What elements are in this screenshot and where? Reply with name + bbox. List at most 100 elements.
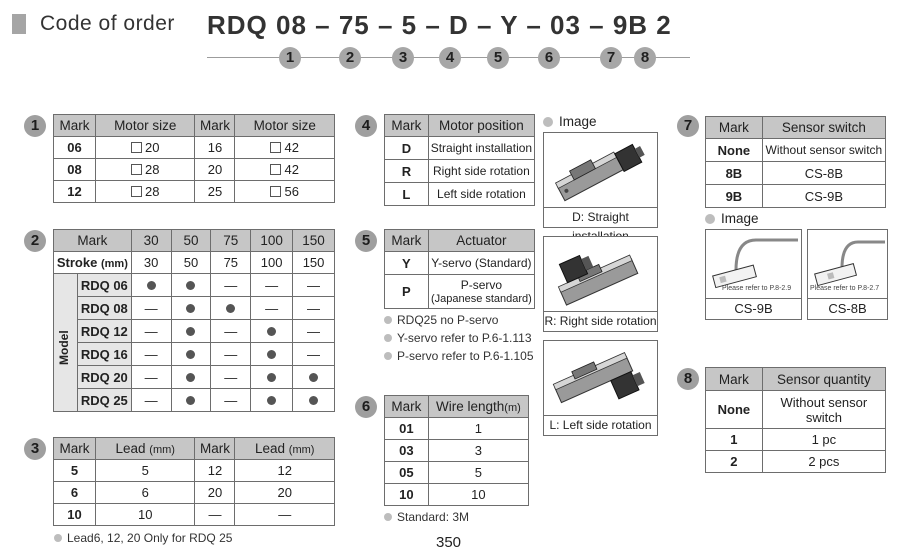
bullet-icon <box>384 352 392 360</box>
stroke-header: 75 <box>210 229 252 252</box>
dot-icon <box>267 326 277 336</box>
unavailable-dash: — <box>130 342 172 366</box>
square-icon <box>270 164 282 175</box>
actuator-right-rotation-icon <box>557 254 639 306</box>
mark-cell: 16 <box>194 136 236 159</box>
col-mark: Mark <box>384 395 429 418</box>
image-caption: R: Right side rotation <box>544 311 657 331</box>
square-icon <box>130 142 142 153</box>
size-cell: 42 <box>234 136 335 159</box>
available-dot-icon <box>170 365 212 389</box>
square-icon <box>270 186 282 197</box>
col-motor-position: Motor position <box>427 114 536 137</box>
col-wire-length: Wire length(m) <box>427 395 530 418</box>
table-row: RDQ 12——— <box>54 319 335 343</box>
unavailable-dash: — <box>210 342 252 366</box>
unavailable-dash: — <box>292 319 335 343</box>
position-badge-8: 8 <box>634 47 656 69</box>
wire-note: Standard: 3M <box>384 510 469 524</box>
available-dot-icon <box>250 319 294 343</box>
position-badge-3: 3 <box>392 47 414 69</box>
position-badge-6: 6 <box>538 47 560 69</box>
col-mark: Mark <box>384 229 429 252</box>
available-dot-icon <box>292 388 335 412</box>
model-name: RDQ 16 <box>76 342 132 366</box>
sensor-cs8b-icon <box>814 240 885 287</box>
stroke-value: 30 <box>130 251 172 274</box>
mark-cell: 06 <box>53 136 96 159</box>
bullet-icon <box>54 534 62 542</box>
image-caption: CS-8B <box>828 301 867 316</box>
unavailable-dash: — <box>250 296 294 320</box>
mark-cell: 20 <box>194 158 236 181</box>
sensor-cs8b-image: Please refer to P.8-2.7 CS-8B <box>807 229 888 320</box>
mark-cell: 12 <box>53 180 96 203</box>
col-motor-size: Motor size <box>234 114 335 137</box>
model-name: RDQ 08 <box>76 296 132 320</box>
table-row: 12 28 25 56 <box>53 180 335 203</box>
col-actuator: Actuator <box>427 229 536 252</box>
model-side-label: Model <box>57 330 71 365</box>
dot-icon <box>186 326 196 336</box>
col-mark: Mark <box>384 114 429 137</box>
section-badge-2: 2 <box>24 230 46 252</box>
position-badge-2: 2 <box>339 47 361 69</box>
col-mark: Mark <box>53 229 132 252</box>
position-badge-5: 5 <box>487 47 509 69</box>
dot-icon <box>146 280 156 290</box>
bullet-icon <box>384 334 392 342</box>
size-cell: 42 <box>234 158 335 181</box>
square-icon <box>130 164 142 175</box>
actuator-note: RDQ25 no P-servo <box>384 313 498 327</box>
unavailable-dash: — <box>130 319 172 343</box>
dot-icon <box>226 303 236 313</box>
col-motor-size: Motor size <box>94 114 196 137</box>
table-row: RDQ 16——— <box>54 342 335 366</box>
table-row: P P-servo(Japanese standard) <box>384 274 536 309</box>
col-lead: Lead (mm) <box>234 437 335 460</box>
image-straight-installation: D: Straight installation <box>543 132 658 243</box>
reference-note: Please refer to P.8-2.7 <box>810 285 880 292</box>
available-dot-icon <box>170 342 212 366</box>
section-badge-6: 6 <box>355 396 377 418</box>
col-mark: Mark <box>705 367 763 391</box>
reference-note: Please refer to P.8-2.9 <box>722 285 792 292</box>
size-cell: 28 <box>94 158 196 181</box>
available-dot-icon <box>170 319 212 343</box>
actuator-left-rotation-icon <box>552 352 645 404</box>
stroke-table: Mark 30 50 75 100 150 Stroke (mm) 30 50 … <box>53 229 335 412</box>
dot-icon <box>186 349 196 359</box>
order-code: RDQ 08 – 75 – 5 – D – Y – 03 – 9B 2 <box>207 10 672 40</box>
unavailable-dash: — <box>130 365 172 389</box>
bullet-icon <box>543 117 553 127</box>
stroke-label: Stroke (mm) <box>53 251 132 274</box>
unavailable-dash: — <box>250 273 294 297</box>
position-badge-1: 1 <box>279 47 301 69</box>
image-caption: CS-9B <box>734 301 773 316</box>
bullet-icon <box>705 214 715 224</box>
stroke-value: 50 <box>170 251 212 274</box>
section-badge-1: 1 <box>24 115 46 137</box>
sensor-cs9b-image: Please refer to P.8-2.9 CS-9B <box>705 229 802 320</box>
col-mark: Mark <box>53 114 96 137</box>
dot-icon <box>309 372 319 382</box>
dot-icon <box>186 372 196 382</box>
col-sensor-switch: Sensor switch <box>761 116 887 139</box>
stroke-header: 50 <box>170 229 212 252</box>
unavailable-dash: — <box>210 365 252 389</box>
stroke-value: 100 <box>250 251 294 274</box>
position-badge-4: 4 <box>439 47 461 69</box>
table-row: RDQ 06——— <box>53 273 335 412</box>
